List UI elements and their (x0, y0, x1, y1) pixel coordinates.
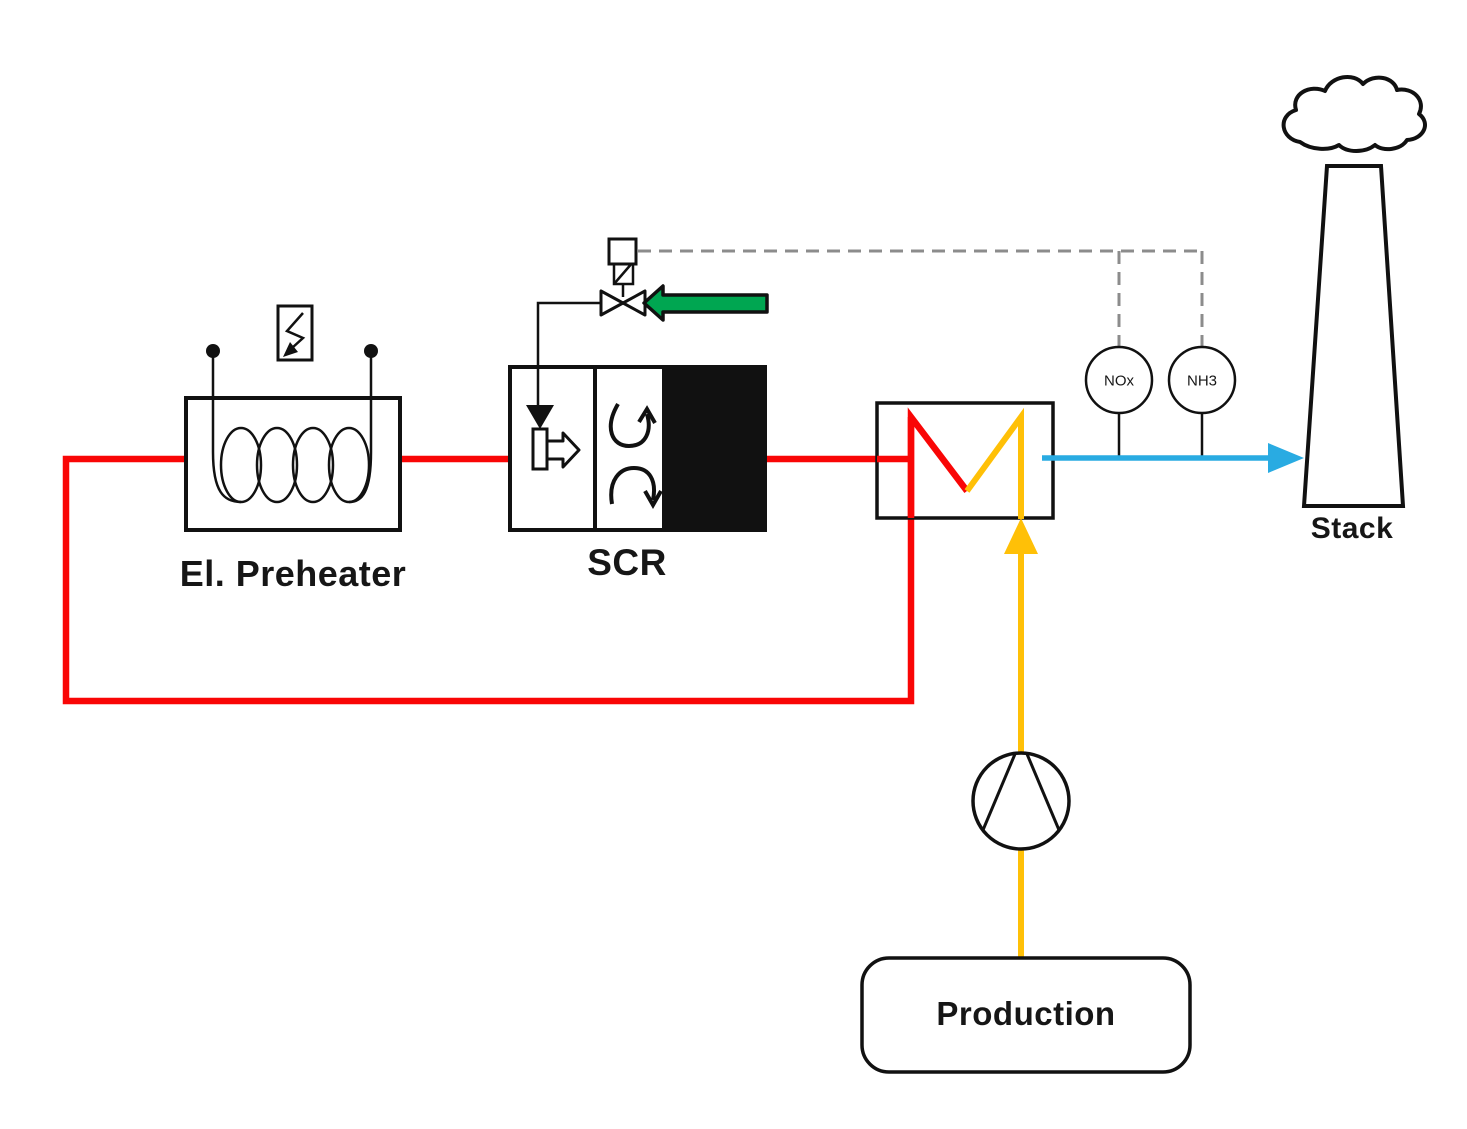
terminal-dot-right (364, 344, 378, 358)
chimney-icon (1301, 164, 1406, 508)
terminal-dot-left (206, 344, 220, 358)
sensor-nh3-icon (1167, 345, 1237, 456)
mixing-swirl-arrows-icon (608, 402, 663, 510)
scr-label: SCR (587, 542, 667, 583)
heating-coil-icon (206, 344, 378, 504)
injector-icon (526, 301, 601, 471)
nh3-supply-arrow-icon (642, 284, 769, 322)
lightning-icon (276, 304, 314, 362)
preheater-label: El. Preheater (179, 553, 407, 594)
process-gas-line (1004, 518, 1038, 958)
scr-box (508, 301, 767, 532)
clean-gas-line (1042, 443, 1304, 473)
sensor-nh3-label: NH3 (1186, 372, 1218, 390)
sensor-nox-label: NOx (1104, 372, 1134, 390)
production-label: Production (936, 995, 1116, 1032)
sensor-nox-icon (1084, 345, 1154, 456)
control-signal-lines (638, 249, 1204, 346)
hot-gas-loop-line (62, 407, 970, 705)
fan-icon (971, 751, 1071, 851)
production-box (860, 956, 1192, 1074)
cloud-icon (1281, 74, 1427, 153)
preheater-box (184, 304, 402, 532)
catalyst-grid-icon (662, 367, 765, 530)
heat-exchanger-box (875, 401, 1055, 520)
stack-label: Stack (1310, 512, 1394, 545)
control-valve-icon (599, 237, 647, 317)
